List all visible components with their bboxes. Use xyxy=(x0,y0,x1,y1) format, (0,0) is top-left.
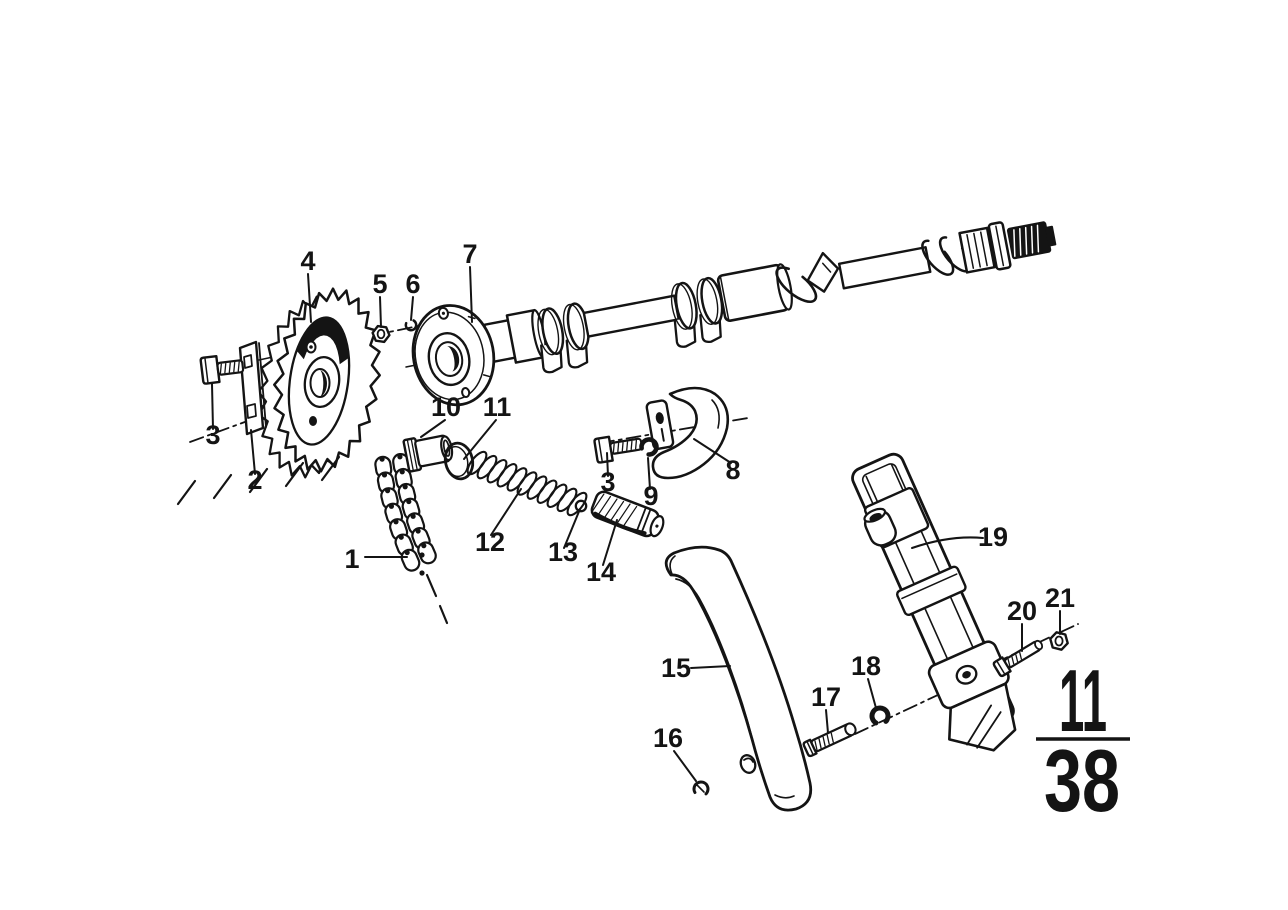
callout-8[interactable]: 8 xyxy=(725,455,740,485)
callout-7[interactable]: 7 xyxy=(462,239,477,269)
callout-11-leader xyxy=(463,419,497,460)
callout-16-leader xyxy=(673,750,697,782)
retaining-plate-drawing xyxy=(238,340,267,436)
callout-3b-leader xyxy=(606,452,609,477)
callout-19[interactable]: 19 xyxy=(978,522,1008,552)
callout-9[interactable]: 9 xyxy=(643,481,658,511)
callout-12[interactable]: 12 xyxy=(475,527,505,557)
guide-rail-drawing xyxy=(851,452,1017,752)
callout-13-leader xyxy=(563,508,581,549)
sprocket-drawing xyxy=(257,287,381,479)
callout-12-leader xyxy=(490,488,522,536)
callout-18-leader xyxy=(867,678,877,709)
callout-15[interactable]: 15 xyxy=(661,653,691,683)
callout-14[interactable]: 14 xyxy=(586,557,616,587)
rail-fasteners-drawing xyxy=(692,631,1069,798)
callout-11[interactable]: 11 xyxy=(483,392,512,422)
callout-21[interactable]: 21 xyxy=(1045,583,1075,613)
page-ref-denominator: 38 xyxy=(1044,731,1120,830)
callout-18[interactable]: 18 xyxy=(851,651,881,681)
callout-4[interactable]: 4 xyxy=(300,246,315,276)
callout-9-leader xyxy=(647,457,651,490)
callout-17[interactable]: 17 xyxy=(811,682,841,712)
page-ref-numerator: 11 xyxy=(1059,651,1107,750)
callout-10-leader xyxy=(420,419,446,438)
timing-chain-drawing xyxy=(176,452,449,625)
callout-10[interactable]: 10 xyxy=(431,392,461,422)
callout-leader-lines xyxy=(211,266,1061,782)
callout-20[interactable]: 20 xyxy=(1007,596,1037,626)
camshaft-drawing xyxy=(411,221,1057,407)
page-reference: 11 38 xyxy=(1036,651,1130,830)
callout-2[interactable]: 2 xyxy=(247,465,262,495)
guide-bracket-drawing xyxy=(593,386,730,480)
callout-3-leader xyxy=(211,383,214,430)
callout-19-leader xyxy=(911,536,984,549)
callout-6-leader xyxy=(410,296,414,321)
callout-15-leader xyxy=(690,665,731,669)
sprocket-fasteners-drawing xyxy=(199,318,418,385)
callout-1[interactable]: 1 xyxy=(344,544,359,574)
callout-8-leader xyxy=(693,438,732,464)
callout-16[interactable]: 16 xyxy=(653,723,683,753)
callout-14-leader xyxy=(602,519,618,566)
callout-2-leader xyxy=(250,429,256,475)
callout-5-leader xyxy=(379,296,382,328)
chain-tensioner-parts-drawing xyxy=(402,434,665,538)
callout-3b[interactable]: 3 xyxy=(600,467,615,497)
callout-5[interactable]: 5 xyxy=(372,269,387,299)
callout-3[interactable]: 3 xyxy=(205,420,220,450)
callout-7-leader xyxy=(469,266,473,323)
callout-6[interactable]: 6 xyxy=(405,269,420,299)
callout-13[interactable]: 13 xyxy=(548,537,578,567)
exploded-view-artwork xyxy=(176,221,1079,812)
callout-4-leader xyxy=(307,273,312,323)
callout-17-leader xyxy=(825,709,829,734)
part-number-callouts: 1 2 3 4 5 6 7 8 9 10 11 12 13 14 3 15 16… xyxy=(205,239,1075,753)
